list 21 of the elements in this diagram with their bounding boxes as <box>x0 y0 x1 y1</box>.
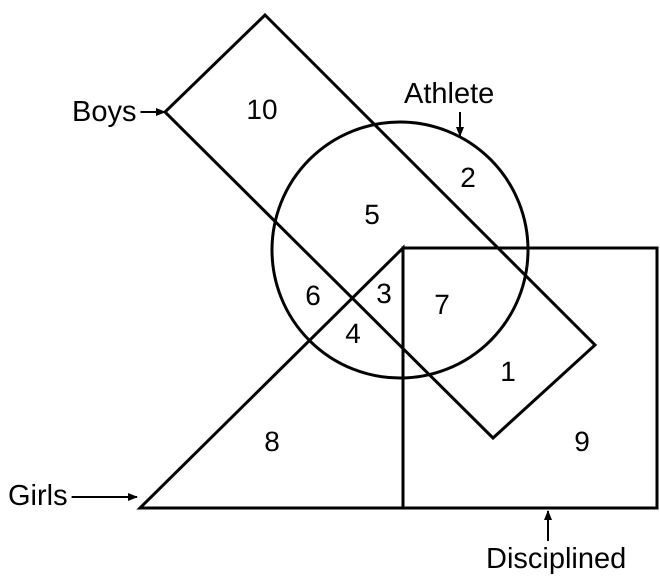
arrow <box>140 108 166 116</box>
region-count: 2 <box>460 163 476 193</box>
square-outline <box>402 246 658 510</box>
region-count: 9 <box>574 427 590 457</box>
arrow <box>544 510 552 541</box>
set-label: Boys <box>72 96 136 128</box>
set-label: Athlete <box>404 78 494 110</box>
region-count: 5 <box>364 200 380 230</box>
region-count: 8 <box>264 427 280 457</box>
region-count: 3 <box>376 279 392 309</box>
region-count: 1 <box>500 357 516 387</box>
region-count: 7 <box>434 290 450 320</box>
triangle-outline <box>136 244 404 510</box>
region-count: 6 <box>305 281 321 311</box>
region-count: 10 <box>246 95 278 125</box>
arrow <box>72 493 138 501</box>
circle-outline <box>270 120 530 380</box>
set-label: Girls <box>8 480 68 512</box>
arrow <box>456 112 464 137</box>
region-count: 4 <box>345 319 361 349</box>
set-label: Disciplined <box>486 543 626 575</box>
